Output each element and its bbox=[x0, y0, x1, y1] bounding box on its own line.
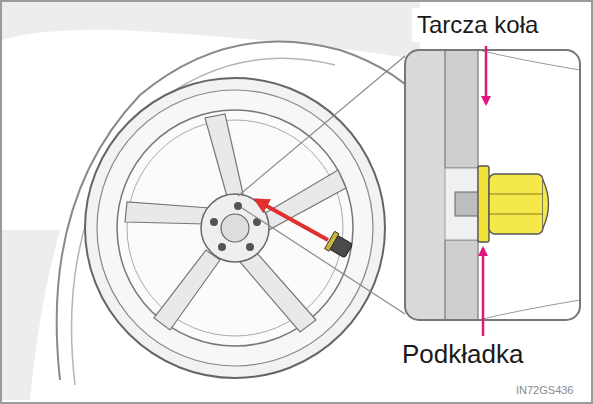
figure-code: IN72GS436 bbox=[516, 384, 573, 397]
part-label: Podkładka bbox=[402, 340, 523, 370]
part-label: Tarcza koła bbox=[417, 11, 538, 39]
